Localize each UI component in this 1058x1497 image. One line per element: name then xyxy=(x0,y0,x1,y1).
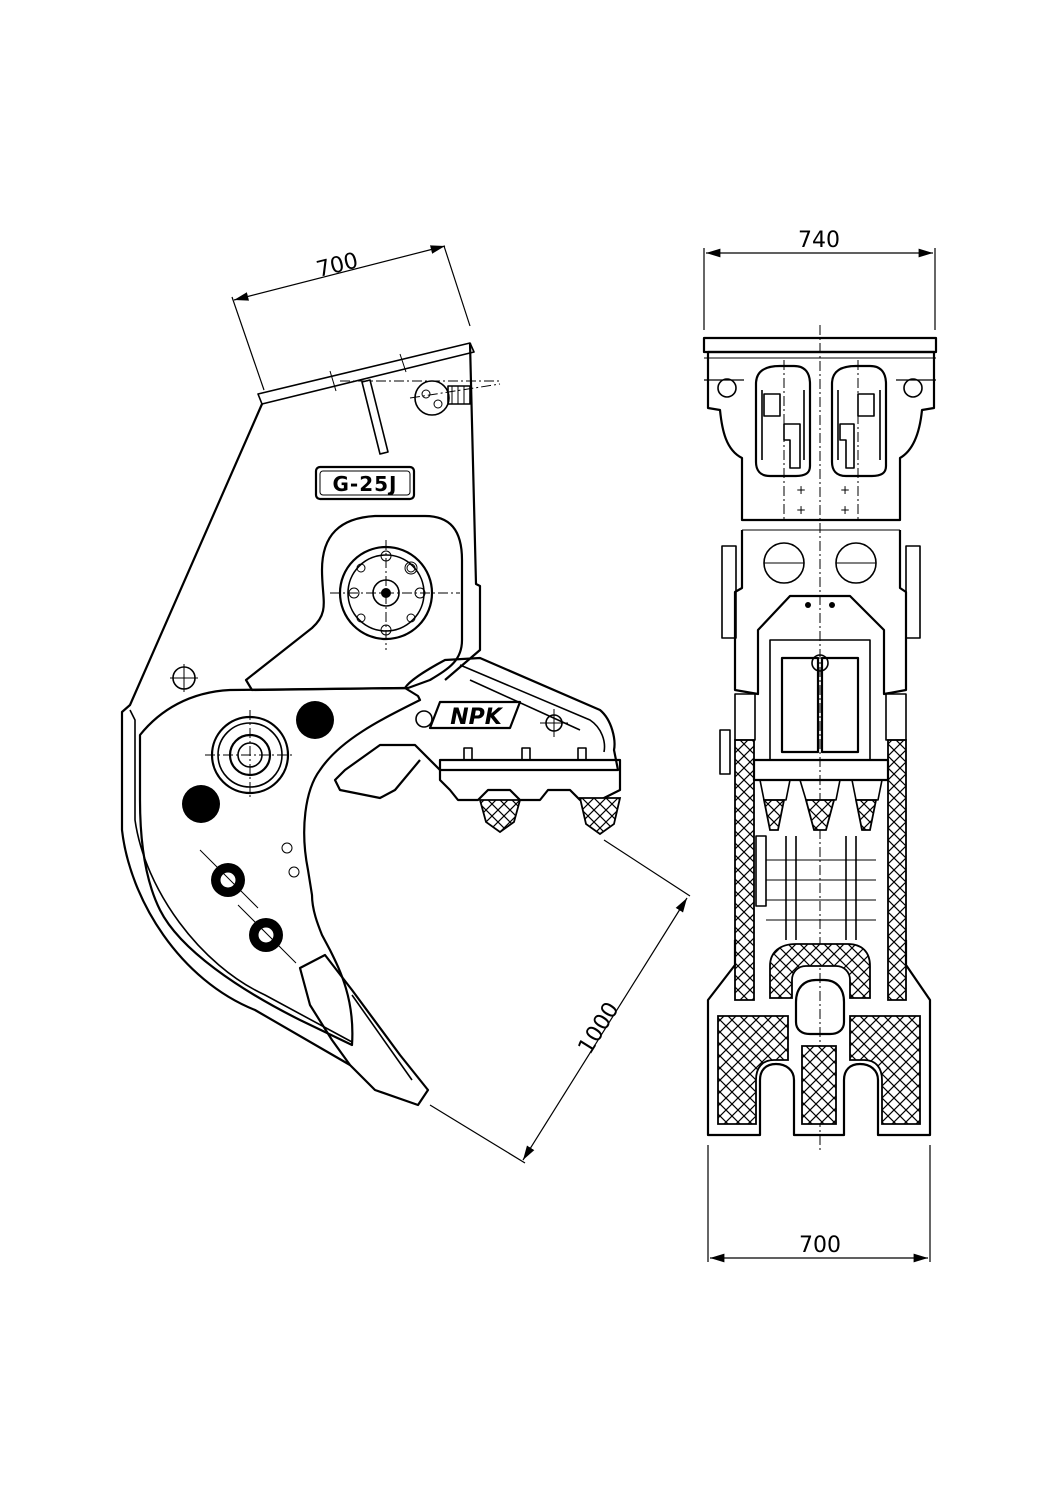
upper-jaw xyxy=(333,656,620,800)
front-upper-block xyxy=(706,350,936,522)
mount-plate xyxy=(257,342,475,405)
svg-text:+: + xyxy=(840,503,850,517)
upper-jaw-teeth xyxy=(438,758,622,802)
jaw-housing xyxy=(138,686,422,1047)
front-lower-base xyxy=(706,940,932,1137)
ladder xyxy=(755,835,876,940)
model-plate: G-25J xyxy=(314,465,416,501)
side-leg xyxy=(734,739,755,1001)
swivel-housing xyxy=(244,514,464,692)
valve-fitting xyxy=(409,380,501,416)
body-frame xyxy=(120,342,482,1066)
mount-pin xyxy=(361,379,389,455)
dimension-front-top-width-label: 740 xyxy=(798,228,840,253)
tooth-tip xyxy=(578,797,622,836)
tooth-tip xyxy=(478,799,522,834)
svg-text:+: + xyxy=(840,483,850,497)
front-view: 740 + + + + xyxy=(702,228,938,1263)
svg-text:+: + xyxy=(796,503,806,517)
dimension-side-top-width: 700 xyxy=(231,245,471,391)
lower-arch xyxy=(769,943,871,999)
hinge-bolt xyxy=(237,904,297,964)
grease-plug xyxy=(182,785,220,823)
rotation-motor xyxy=(330,540,460,650)
dimension-side-top-width-label: 700 xyxy=(314,248,361,282)
side-view: 700 G-25J xyxy=(120,245,691,1164)
side-leg xyxy=(887,739,907,1001)
hinge-bolt xyxy=(199,849,259,909)
grease-plug xyxy=(296,701,334,739)
dimension-side-jaw-reach: 1000 xyxy=(429,839,691,1164)
dimension-front-top-width: 740 xyxy=(703,228,936,330)
dimension-front-bottom-width-label: 700 xyxy=(799,1233,841,1258)
body-inner-edge xyxy=(129,709,353,1043)
cylinder-pivot xyxy=(205,710,295,800)
dimension-side-jaw-reach-label: 1000 xyxy=(574,998,625,1059)
slot xyxy=(830,364,888,478)
lower-jaw-tip xyxy=(298,953,430,1107)
dimension-front-bottom-width: 700 xyxy=(707,1145,931,1263)
model-plate-label: G-25J xyxy=(333,472,398,496)
slot xyxy=(754,364,812,478)
brand-plate-label: NPK xyxy=(450,705,504,730)
svg-text:+: + xyxy=(796,483,806,497)
brand-plate: NPK xyxy=(428,700,522,730)
